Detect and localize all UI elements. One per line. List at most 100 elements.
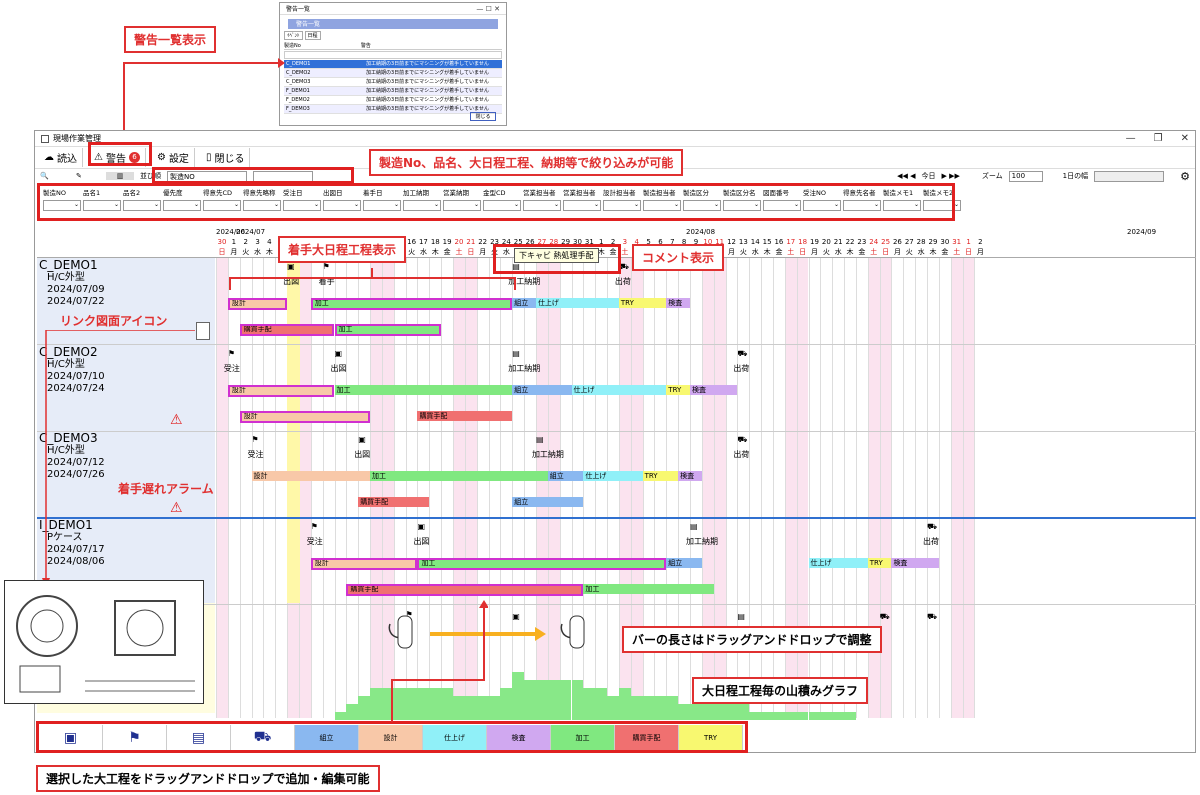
bar-finish[interactable]: 仕上げ xyxy=(535,298,619,308)
close-icon[interactable]: ✕ xyxy=(1180,133,1189,144)
row-name[interactable]: C_DEMO1 xyxy=(39,258,98,272)
palette-item-4[interactable]: 組立 xyxy=(295,725,359,751)
settings-button[interactable]: ⚙設定 xyxy=(152,148,195,167)
bar-machining[interactable]: 加工 xyxy=(417,558,667,570)
filter-dropdown[interactable]: ⌄ xyxy=(563,200,601,211)
filter-dropdown[interactable]: ⌄ xyxy=(83,200,121,211)
palette-item-7[interactable]: 検査 xyxy=(487,725,551,751)
row-divider-selected xyxy=(37,518,1196,519)
filter-dropdown[interactable]: ⌄ xyxy=(683,200,721,211)
today-button[interactable]: 今日 xyxy=(921,172,936,180)
bar-design[interactable]: 設計 xyxy=(239,411,371,423)
filter-dropdown[interactable]: ⌄ xyxy=(243,200,281,211)
bar-procure[interactable]: 購買手配 xyxy=(239,324,335,336)
bar-assembly[interactable]: 組立 xyxy=(512,385,572,395)
bar-inspect[interactable]: 検査 xyxy=(690,385,738,395)
bar-machining[interactable]: 加工 xyxy=(334,324,442,336)
bar-procure[interactable]: 購買手配 xyxy=(358,497,430,507)
bar-inspect[interactable]: 検査 xyxy=(666,298,690,308)
palette-item-9[interactable]: 購買手配 xyxy=(615,725,679,751)
filter-dropdown[interactable]: ⌄ xyxy=(483,200,521,211)
palette-item-10[interactable]: TRY xyxy=(679,725,743,751)
bar-finish[interactable]: 仕上げ xyxy=(571,385,667,395)
dialog-window-controls[interactable]: — ☐ ✕ xyxy=(476,4,500,13)
bar-try[interactable]: TRY xyxy=(867,558,892,568)
bar-design[interactable]: 設計 xyxy=(227,298,288,310)
filter-dropdown[interactable]: ⌄ xyxy=(523,200,561,211)
tab-event[interactable]: ｲﾍﾞﾝﾄ xyxy=(284,31,303,40)
prev-fast-icon[interactable]: ◀◀ ◀ xyxy=(897,172,916,180)
palette-item-8[interactable]: 加工 xyxy=(551,725,615,751)
filter-dropdown[interactable]: ⌄ xyxy=(443,200,481,211)
palette-item-1[interactable]: ⚑ xyxy=(103,725,167,751)
bar-design[interactable]: 設計 xyxy=(227,385,335,397)
row-name[interactable]: C_DEMO2 xyxy=(39,345,98,359)
bar-try[interactable]: TRY xyxy=(618,298,667,308)
bar-design[interactable]: 設計 xyxy=(251,471,371,481)
filter-dropdown[interactable]: ⌄ xyxy=(403,200,441,211)
bar-finish[interactable]: 仕上げ xyxy=(583,471,643,481)
maximize-icon[interactable]: ❐ xyxy=(1153,133,1163,144)
bar-assembly[interactable]: 組立 xyxy=(547,471,584,481)
search-icon[interactable]: 🔍 xyxy=(40,172,49,180)
filter-dropdown[interactable]: ⌄ xyxy=(203,200,241,211)
filter-dropdown[interactable]: ⌄ xyxy=(603,200,641,211)
next-fast-icon[interactable]: ▶ ▶▶ xyxy=(941,172,960,180)
bar-inspect[interactable]: 検査 xyxy=(678,471,702,481)
filter-dropdown[interactable]: ⌄ xyxy=(163,200,201,211)
load-button[interactable]: ☁読込 xyxy=(39,148,83,167)
bar-machining[interactable]: 加工 xyxy=(310,298,513,310)
bar-assembly[interactable]: 組立 xyxy=(512,497,584,507)
bar-try[interactable]: TRY xyxy=(666,385,690,395)
minimize-icon[interactable]: — xyxy=(1125,133,1136,144)
row-name[interactable]: I_DEMO1 xyxy=(39,518,93,532)
link-drawing-icon[interactable] xyxy=(196,322,210,340)
bar-assembly[interactable]: 組立 xyxy=(666,558,702,568)
filter-dropdown[interactable]: ⌄ xyxy=(763,200,801,211)
palette-item-5[interactable]: 設計 xyxy=(359,725,423,751)
filter-dropdown[interactable]: ⌄ xyxy=(363,200,401,211)
bar-assembly[interactable]: 組立 xyxy=(512,298,536,308)
filter-dropdown[interactable]: ⌄ xyxy=(923,200,961,211)
bar-procure[interactable]: 購買手配 xyxy=(417,411,513,421)
bar-inspect[interactable]: 検査 xyxy=(891,558,939,568)
filter-dropdown[interactable]: ⌄ xyxy=(843,200,881,211)
filter-dropdown[interactable]: ⌄ xyxy=(883,200,921,211)
day-column xyxy=(772,258,785,718)
filter-dropdown[interactable]: ⌄ xyxy=(723,200,761,211)
filter-dropdown[interactable]: ⌄ xyxy=(283,200,321,211)
bar-machining[interactable]: 加工 xyxy=(583,584,714,594)
filter-dropdown[interactable]: ⌄ xyxy=(803,200,841,211)
bar-design[interactable]: 設計 xyxy=(310,558,418,570)
close-button[interactable]: ▯閉じる xyxy=(201,148,251,167)
bar-machining[interactable]: 加工 xyxy=(370,471,548,481)
bar-chart-icon[interactable]: ▥ xyxy=(106,172,134,180)
filter-dropdown[interactable]: ⌄ xyxy=(43,200,81,211)
bar-finish[interactable]: 仕上げ xyxy=(808,558,868,568)
palette-item-6[interactable]: 仕上げ xyxy=(423,725,487,751)
filter-dropdown[interactable]: ⌄ xyxy=(323,200,361,211)
filter-dropdown[interactable]: ⌄ xyxy=(643,200,681,211)
filter-dropdown[interactable]: ⌄ xyxy=(123,200,161,211)
bar-procure[interactable]: 購買手配 xyxy=(346,584,584,596)
bar-try[interactable]: TRY xyxy=(642,471,679,481)
bar-machining[interactable]: 加工 xyxy=(334,385,513,395)
settings-gear-icon[interactable]: ⚙ xyxy=(1180,169,1190,183)
day-width-slider[interactable] xyxy=(1094,170,1165,182)
row-name[interactable]: C_DEMO3 xyxy=(39,431,98,445)
zoom-select[interactable]: 100 xyxy=(1008,170,1043,182)
filter-row[interactable] xyxy=(284,51,502,59)
palette-item-2[interactable]: ▤ xyxy=(167,725,231,751)
close-dialog-button[interactable]: 閉じる xyxy=(470,112,496,121)
palette-item-0[interactable]: ▣ xyxy=(39,725,103,751)
palette-item-3[interactable]: ⛟ xyxy=(231,725,295,751)
chart-icon[interactable]: ✎ xyxy=(76,172,82,180)
tab-schedule[interactable]: 日程 xyxy=(304,31,321,40)
